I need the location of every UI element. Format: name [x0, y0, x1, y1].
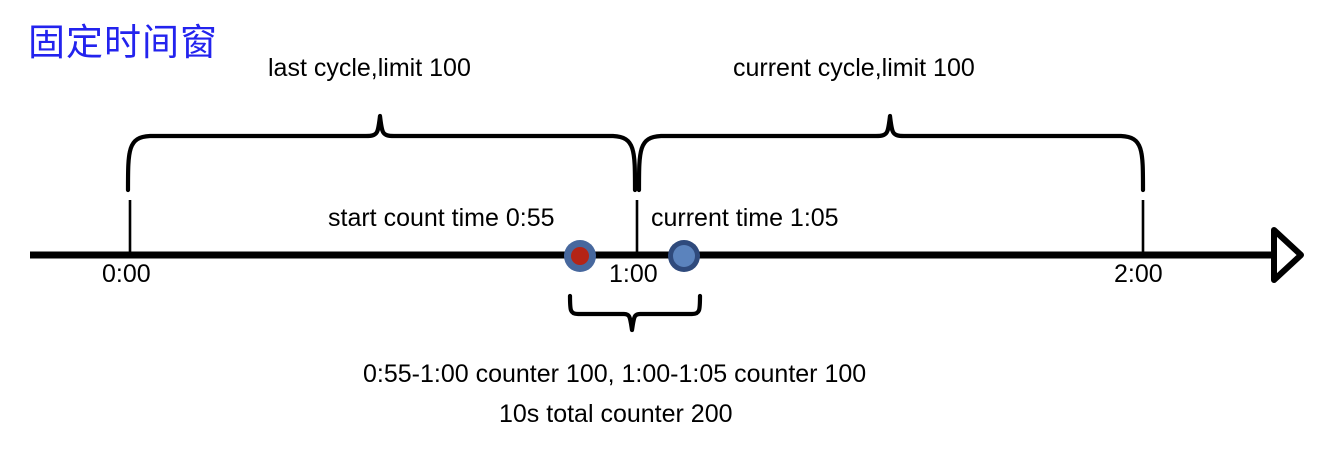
label-current-cycle: current cycle,limit 100 — [733, 54, 975, 82]
current-time-marker[interactable] — [668, 240, 700, 272]
tick-label-2-00: 2:00 — [1114, 260, 1163, 288]
summary-total-counter: 10s total counter 200 — [499, 400, 733, 428]
brace-counter-window — [567, 293, 703, 333]
label-last-cycle: last cycle,limit 100 — [268, 54, 471, 82]
tick-label-0-00: 0:00 — [102, 260, 151, 288]
timeline-arrowhead — [1271, 227, 1304, 283]
brace-last-cycle — [125, 113, 638, 193]
label-current-time: current time 1:05 — [651, 204, 839, 232]
brace-current-cycle — [636, 113, 1146, 193]
label-start-count-time: start count time 0:55 — [328, 204, 555, 232]
tick-label-1-00: 1:00 — [609, 260, 658, 288]
diagram-title: 固定时间窗 — [28, 22, 218, 63]
summary-counter-breakdown: 0:55-1:00 counter 100, 1:00-1:05 counter… — [363, 360, 867, 388]
start-count-marker[interactable] — [564, 240, 596, 272]
